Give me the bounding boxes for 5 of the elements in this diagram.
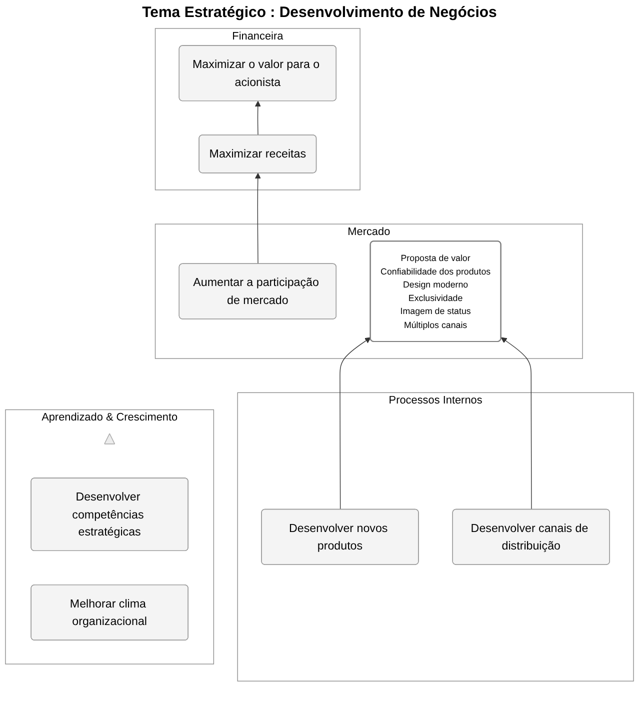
arrow (254, 100, 261, 136)
arrow (500, 337, 532, 510)
diagram-title: Tema Estratégico : Desenvolvimento de Negócios (141, 4, 498, 21)
arrow (254, 172, 261, 264)
arrow (340, 337, 371, 510)
